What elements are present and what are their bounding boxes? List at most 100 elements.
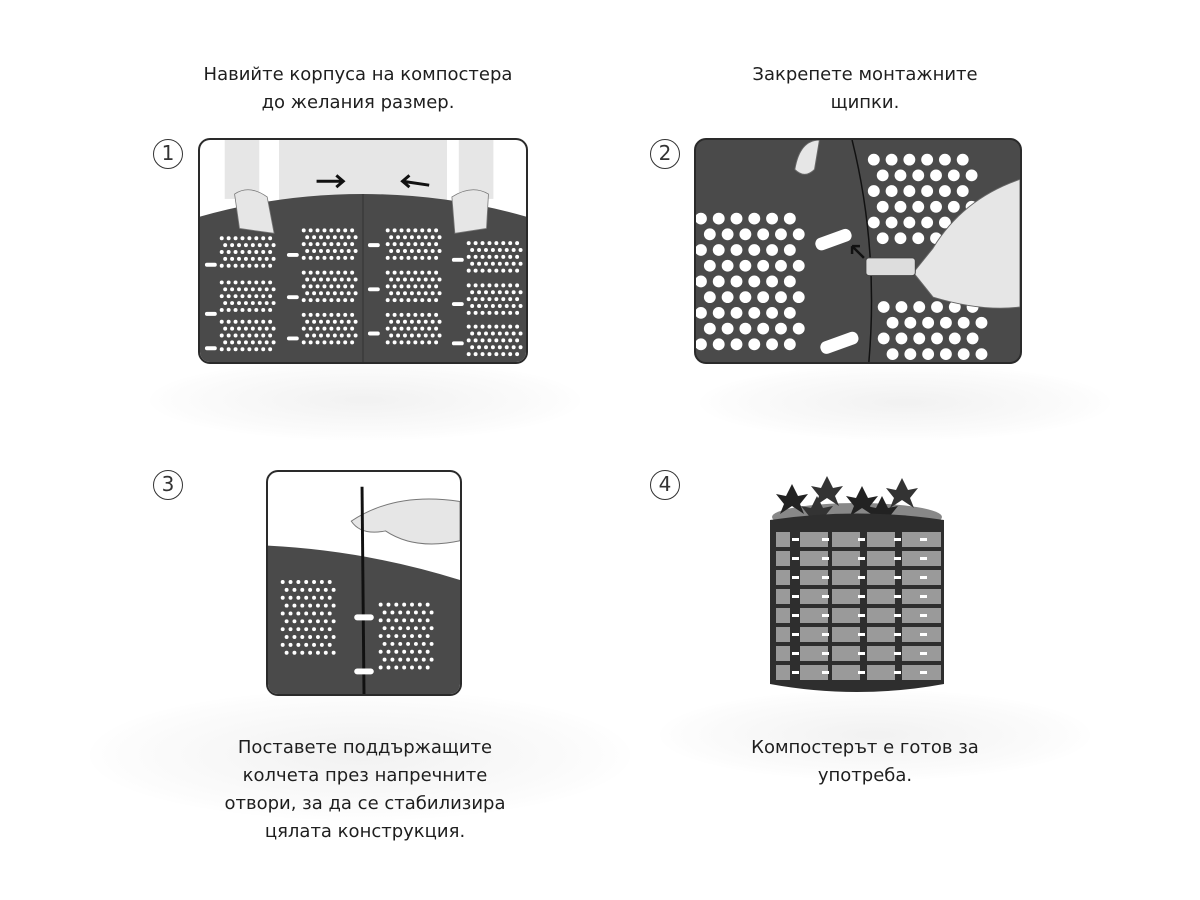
hole (325, 333, 330, 338)
slot (920, 538, 927, 541)
hole (308, 326, 313, 331)
perforated-panel (800, 627, 828, 642)
hole (315, 255, 320, 260)
hole (312, 595, 316, 600)
hole (429, 641, 434, 646)
perforated-panel (800, 665, 828, 680)
hole (975, 316, 988, 329)
hole (437, 249, 442, 253)
perforated-panel (867, 570, 895, 585)
perforated-panel (776, 570, 790, 585)
hole (243, 256, 248, 261)
hole (327, 580, 332, 584)
hole (437, 319, 442, 324)
hole (480, 324, 485, 329)
hole (308, 650, 313, 655)
hole (223, 243, 228, 248)
hole (392, 228, 397, 233)
hole (237, 340, 241, 345)
hole (301, 255, 306, 260)
slot (367, 331, 380, 336)
hole (219, 280, 224, 285)
hole (305, 333, 310, 338)
hole (504, 345, 509, 350)
hole (219, 347, 224, 352)
hole (261, 347, 266, 352)
hole (410, 618, 414, 623)
hole (336, 228, 341, 233)
hole (409, 249, 414, 253)
hole (392, 242, 397, 247)
hole (931, 332, 943, 345)
hole (316, 603, 320, 608)
hole (423, 319, 428, 324)
hole (268, 319, 273, 324)
hole (477, 331, 482, 336)
perforated-panel (902, 570, 930, 585)
hole (792, 291, 805, 304)
hole (233, 333, 238, 338)
hole (420, 270, 425, 275)
hole (477, 345, 482, 350)
hole (501, 310, 506, 315)
hole (240, 280, 245, 285)
hole (877, 301, 890, 313)
hole (386, 649, 391, 654)
hole (327, 611, 332, 616)
slot (792, 557, 799, 560)
hole (403, 235, 407, 240)
hole (406, 657, 411, 662)
hole (301, 228, 306, 233)
hole (339, 277, 344, 282)
perforated-panel (800, 551, 828, 566)
hole (247, 280, 252, 285)
hole (250, 326, 255, 331)
perforated-panel (902, 646, 930, 661)
hole (416, 235, 421, 240)
perforated-panel (902, 551, 930, 566)
hole (511, 304, 516, 308)
hole (730, 275, 743, 288)
hole (420, 228, 425, 233)
slot (858, 595, 865, 598)
hole (437, 235, 442, 240)
hole (353, 319, 358, 324)
hole (254, 347, 259, 352)
hole (712, 212, 725, 225)
composter-image (770, 476, 944, 692)
hole (280, 611, 285, 616)
hole (413, 312, 418, 317)
hole (885, 216, 898, 229)
slot (286, 252, 299, 257)
hole (296, 627, 301, 632)
hole (261, 294, 266, 299)
hole (261, 250, 266, 254)
hole (312, 611, 316, 616)
hole (417, 665, 422, 670)
slot (354, 668, 374, 675)
hole (389, 319, 394, 324)
hole (386, 618, 391, 623)
perforated-panel (867, 551, 895, 566)
hole (304, 595, 309, 600)
hole (473, 283, 478, 288)
hole (518, 261, 523, 266)
step-3-caption-line: цялата конструкция. (264, 821, 466, 842)
hole (378, 602, 383, 607)
hole (254, 319, 259, 324)
slot (858, 652, 865, 655)
hole (497, 304, 502, 308)
hole (319, 249, 323, 253)
slot (858, 576, 865, 579)
hole (336, 284, 341, 289)
hole (425, 665, 430, 670)
hole (254, 236, 259, 241)
perforated-panel (927, 627, 941, 642)
hole (748, 338, 761, 351)
hole (730, 338, 743, 351)
hole (353, 249, 358, 253)
step-4-caption-line: употреба. (817, 765, 913, 786)
hole (957, 316, 970, 329)
perforated-panel (927, 589, 941, 604)
hole (271, 256, 276, 261)
